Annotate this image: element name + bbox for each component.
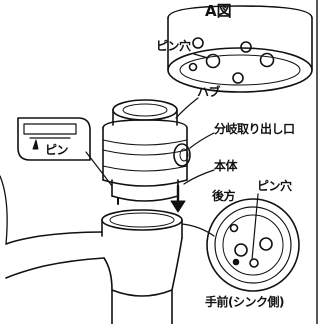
top-view-detail-circle bbox=[206, 193, 300, 292]
figure-a-pin-hole-6 bbox=[188, 62, 198, 72]
branch-outlet-label: 分岐取り出し口 bbox=[214, 122, 295, 136]
detail-pin-hole-leader bbox=[251, 193, 259, 261]
hub-cylinder bbox=[102, 97, 215, 205]
figure-a-pin-hole-5 bbox=[232, 72, 244, 84]
body-leader bbox=[183, 169, 215, 185]
body-label: 本体 bbox=[214, 159, 238, 173]
figure-a-pin-hole-3 bbox=[240, 41, 252, 53]
detail-pin-hole-3 bbox=[259, 237, 273, 251]
figure-a-title: A図 bbox=[205, 2, 232, 20]
pin-label: ピン bbox=[45, 143, 69, 157]
figure-a-pin-hole-leader bbox=[193, 53, 209, 59]
figure-a-hub-top-view bbox=[167, 5, 313, 93]
branch-outlet bbox=[173, 143, 191, 167]
detail-pin-hole-5 bbox=[232, 258, 240, 266]
detail-pin-hole-4 bbox=[249, 258, 259, 268]
pin-shape bbox=[32, 139, 39, 150]
figure-a-pin-hole-4 bbox=[259, 52, 275, 68]
pin-detail-inset bbox=[17, 117, 113, 187]
front-sink-side-label: 手前(シンク側) bbox=[205, 295, 284, 309]
figure-a-pin-hole-2 bbox=[205, 53, 221, 69]
detail-circle-leader bbox=[181, 223, 215, 237]
detail-pin-hole-1 bbox=[229, 223, 239, 233]
hub-leader bbox=[175, 97, 199, 119]
faucet-body bbox=[0, 175, 215, 325]
rear-label: 後方 bbox=[212, 189, 236, 203]
pin-hole-label: ピン穴 bbox=[257, 179, 292, 193]
branch-outlet-leader bbox=[189, 132, 215, 149]
figure-a-pin-hole-label: ピン穴 bbox=[156, 39, 191, 53]
hub-label: ハブ bbox=[197, 85, 221, 99]
figure-a-pin-hole-1 bbox=[192, 37, 204, 49]
pin-leader bbox=[85, 151, 113, 187]
down-arrow bbox=[170, 184, 186, 213]
detail-pin-hole-2 bbox=[234, 243, 248, 257]
